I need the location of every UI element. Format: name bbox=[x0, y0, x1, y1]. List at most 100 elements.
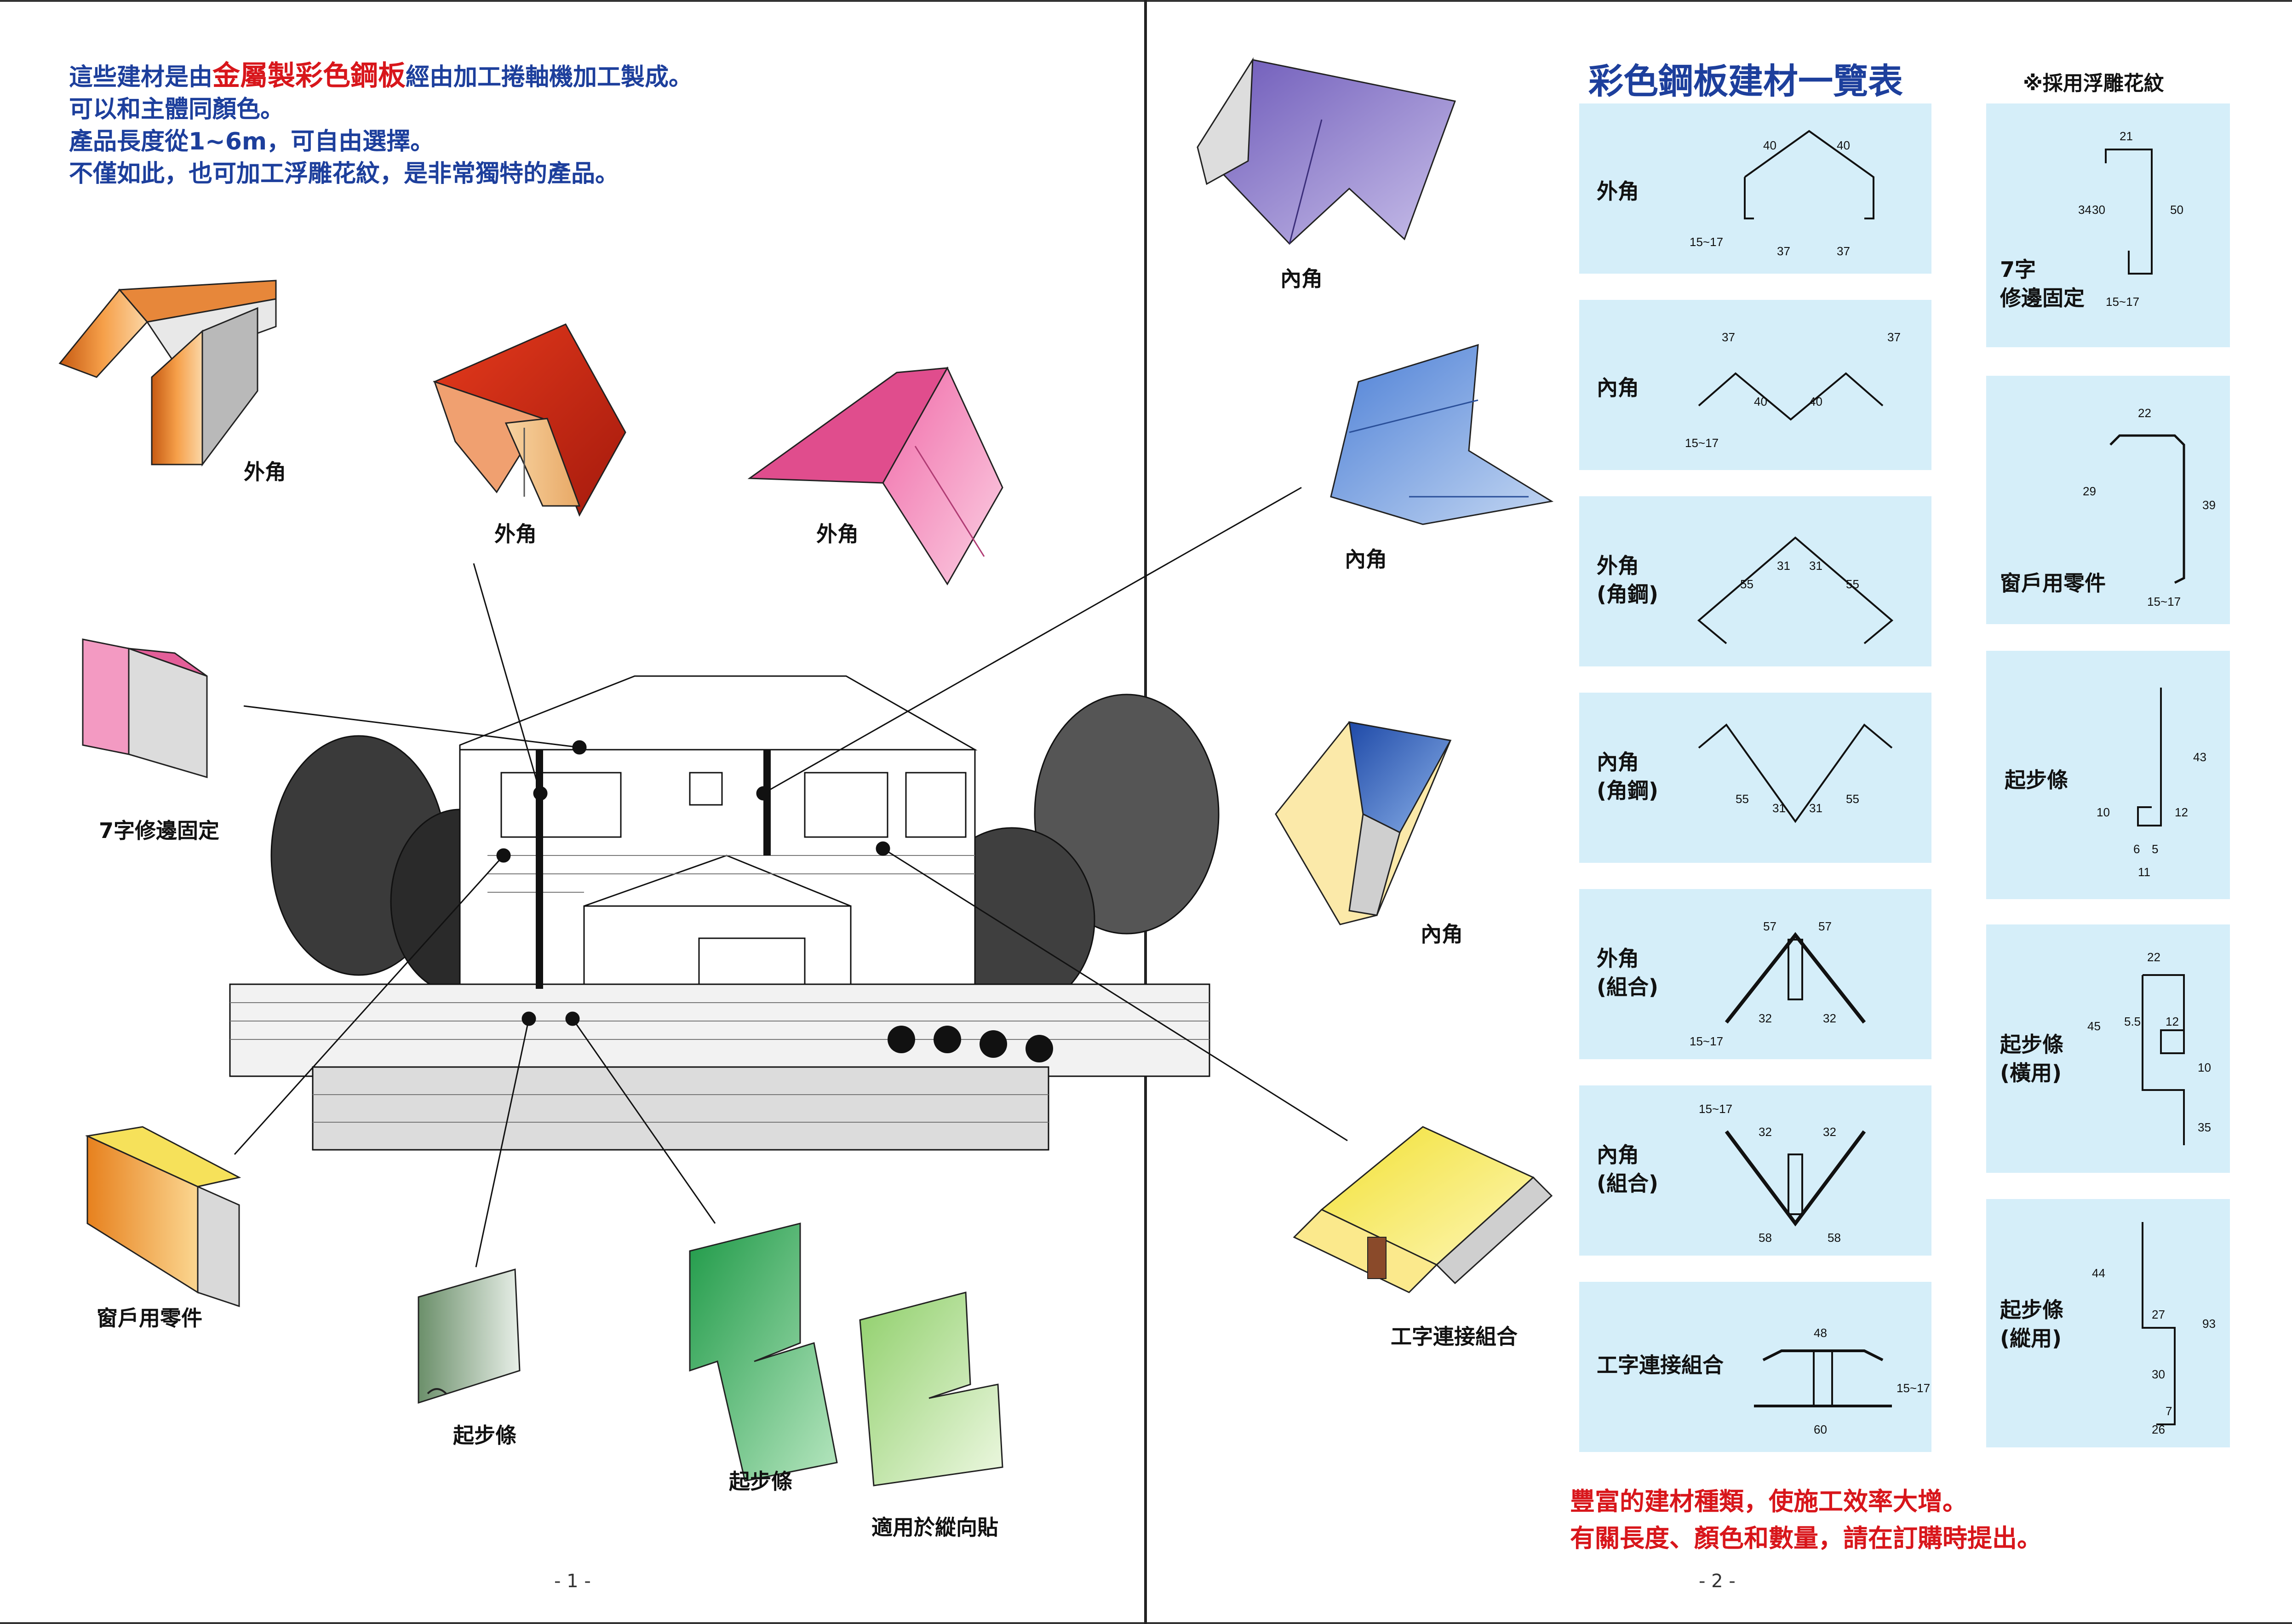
dim-label: 15~17 bbox=[2147, 595, 2181, 608]
dim-label: 93 bbox=[2202, 1317, 2216, 1331]
label-inner-corner-3: 內角 bbox=[1421, 922, 1463, 947]
dim-label: 11 bbox=[2138, 865, 2150, 879]
page-2: 內角 內角 內角 工字連接組合 彩色鋼板建材一覽表 ※採用浮雕花紋 外角 40 bbox=[756, 0, 2292, 1624]
table-cell-window-part: 窗戶用零件 22 29 39 15~17 bbox=[1986, 376, 2230, 624]
cell-caption: 內角 (組合) bbox=[1597, 1142, 1659, 1196]
dim-label: 37 bbox=[1887, 330, 1901, 344]
dim-label: 55 bbox=[1740, 577, 1753, 591]
outer-corner-pink-illustration bbox=[747, 366, 1003, 585]
table-cell-starter-strip-horizontal: 起步條 (橫用) 22 45 5.5 12 10 35 bbox=[1986, 924, 2230, 1173]
dim-label: 48 bbox=[1814, 1326, 1827, 1340]
label-h-joint: 工字連接組合 bbox=[1391, 1324, 1518, 1349]
footer-note: 豐富的建材種類，使施工效率大增。 有關長度、顏色和數量，請在訂購時提出。 bbox=[1570, 1483, 2042, 1557]
dim-label: 32 bbox=[1823, 1011, 1836, 1025]
dim-label: 15~17 bbox=[1690, 1034, 1723, 1048]
window-part-illustration bbox=[85, 1126, 241, 1308]
intro-highlight: 金屬製彩色鋼板 bbox=[212, 60, 406, 92]
h-joint-illustration bbox=[1293, 1126, 1553, 1293]
label-outer-corner-3: 外角 bbox=[816, 522, 859, 546]
dim-label: 34 bbox=[2078, 203, 2091, 217]
label-outer-corner-2: 外角 bbox=[494, 522, 537, 546]
dim-label: 30 bbox=[2092, 203, 2105, 217]
vertical-strip-illustration bbox=[859, 1291, 1003, 1486]
dim-label: 15~17 bbox=[2106, 295, 2139, 309]
intro-line-3: 產品長度從1~6m，可自由選擇。 bbox=[69, 128, 435, 155]
dim-label: 15~17 bbox=[1690, 235, 1723, 249]
cell-caption: 內角 bbox=[1597, 375, 1639, 400]
label-l-trim: 7字修邊固定 bbox=[99, 818, 220, 843]
profile-drawing: 55 31 31 55 bbox=[1698, 723, 1893, 823]
catalog-title: 彩色鋼板建材一覽表 bbox=[1588, 61, 1903, 102]
dim-label: 40 bbox=[1754, 395, 1767, 408]
inner-corner-purple-illustration bbox=[1197, 57, 1456, 245]
dim-label: 15~17 bbox=[1897, 1381, 1930, 1395]
dim-label: 15~17 bbox=[1699, 1102, 1732, 1116]
cell-caption: 工字連接組合 bbox=[1597, 1353, 1724, 1377]
dim-label: 50 bbox=[2170, 203, 2183, 217]
dim-label: 57 bbox=[1763, 919, 1776, 933]
dim-label: 57 bbox=[1818, 919, 1832, 933]
table-cell-outer-corner: 外角 40 40 15~17 37 37 bbox=[1579, 103, 1931, 274]
cell-caption: 起步條 (縱用) bbox=[2000, 1297, 2063, 1351]
starter-strip-2-illustration bbox=[689, 1222, 838, 1482]
intro-text: 這些建材是由金屬製彩色鋼板經由加工捲軸機加工製成。 可以和主體同顏色。 產品長度… bbox=[69, 60, 693, 190]
table-cell-starter-strip: 起步條 43 10 12 6 5 11 bbox=[1986, 651, 2230, 899]
dim-label: 7 bbox=[2166, 1404, 2172, 1418]
starter-strip-1-illustration bbox=[418, 1268, 521, 1404]
dim-label: 31 bbox=[1809, 801, 1822, 815]
dim-label: 32 bbox=[1759, 1125, 1772, 1139]
cell-caption: 外角 (角鋼) bbox=[1597, 553, 1659, 607]
intro-line-1-post: 經由加工捲軸機加工製成。 bbox=[406, 63, 693, 91]
table-cell-outer-corner-assembly: 外角 (組合) 57 57 15~17 32 32 bbox=[1579, 889, 1931, 1059]
dim-label: 27 bbox=[2152, 1308, 2165, 1321]
profile-drawing: 43 10 12 6 5 11 bbox=[2097, 688, 2206, 879]
table-cell-starter-strip-vertical: 起步條 (縱用) 44 27 93 30 7 26 bbox=[1986, 1199, 2230, 1447]
page-number-1: - 1 - bbox=[554, 1571, 591, 1592]
dim-label: 29 bbox=[2083, 484, 2096, 498]
dim-label: 15~17 bbox=[1685, 436, 1719, 450]
dim-label: 39 bbox=[2202, 498, 2216, 512]
dim-label: 45 bbox=[2087, 1019, 2101, 1033]
dim-label: 37 bbox=[1837, 244, 1850, 258]
label-inner-corner-2: 內角 bbox=[1345, 547, 1387, 572]
emboss-note: ※採用浮雕花紋 bbox=[2023, 72, 2164, 95]
dim-label: 55 bbox=[1846, 792, 1859, 806]
cell-caption: 窗戶用零件 bbox=[2000, 571, 2106, 596]
dim-label: 31 bbox=[1772, 801, 1786, 815]
label-vertical: 適用於縱向貼 bbox=[871, 1515, 998, 1540]
dim-label: 32 bbox=[1759, 1011, 1772, 1025]
inner-corner-blue-illustration bbox=[1330, 344, 1554, 525]
dim-label: 5.5 bbox=[2124, 1015, 2141, 1028]
table-cell-inner-corner: 內角 37 37 40 40 15~17 bbox=[1579, 300, 1931, 470]
dim-label: 35 bbox=[2198, 1120, 2211, 1134]
label-window-part: 窗戶用零件 bbox=[97, 1306, 202, 1331]
cell-caption: 外角 bbox=[1597, 179, 1639, 204]
intro-line-1-pre: 這些建材是由 bbox=[69, 63, 213, 91]
cell-caption: 起步條 bbox=[2005, 768, 2068, 792]
label-outer-corner-1: 外角 bbox=[244, 459, 286, 484]
dim-label: 30 bbox=[2152, 1367, 2165, 1381]
house-illustration bbox=[229, 675, 1220, 1151]
l-trim-pink-illustration bbox=[82, 638, 208, 779]
outer-corner-orange-illustration bbox=[58, 280, 277, 467]
dim-label: 22 bbox=[2147, 950, 2160, 964]
dim-label: 55 bbox=[1846, 577, 1859, 591]
dim-label: 37 bbox=[1722, 330, 1735, 344]
label-inner-corner-1: 內角 bbox=[1280, 266, 1323, 291]
dim-label: 40 bbox=[1763, 138, 1776, 152]
dim-label: 10 bbox=[2097, 805, 2110, 819]
intro-line-2: 可以和主體同顏色。 bbox=[69, 96, 285, 123]
label-starter-2: 起步條 bbox=[729, 1469, 792, 1494]
intro-line-4: 不僅如此，也可加工浮雕花紋，是非常獨特的產品。 bbox=[69, 160, 619, 188]
cell-caption: 起步條 (橫用) bbox=[2000, 1032, 2063, 1085]
profile-drawing: 55 31 31 55 bbox=[1697, 536, 1894, 644]
footer-line-2: 有關長度、顏色和數量，請在訂購時提出。 bbox=[1570, 1524, 2042, 1553]
profile-drawing: 21 34 30 50 15~17 bbox=[2078, 129, 2183, 309]
dim-label: 40 bbox=[1809, 395, 1822, 408]
callout-lines-page-1 bbox=[234, 563, 716, 1268]
dim-label: 12 bbox=[2175, 805, 2188, 819]
label-starter-1: 起步條 bbox=[453, 1423, 516, 1448]
dim-label: 55 bbox=[1736, 792, 1749, 806]
profile-drawing: 48 15~17 60 bbox=[1754, 1326, 1930, 1436]
